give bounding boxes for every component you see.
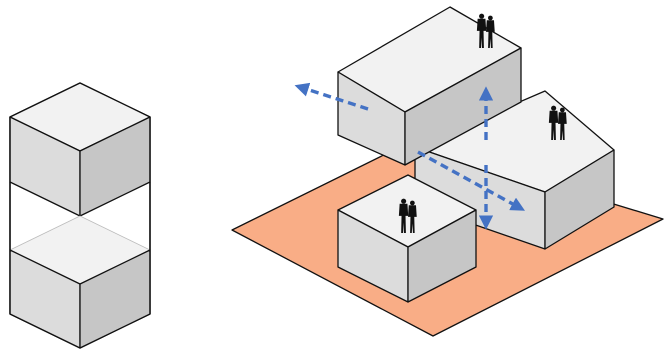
upper-block — [337, 6, 522, 166]
left-stack — [9, 82, 151, 349]
left-upper-block — [9, 82, 151, 217]
arrow-icon — [294, 82, 369, 111]
movement-arrows — [294, 82, 526, 230]
arrow-icon — [417, 150, 526, 211]
